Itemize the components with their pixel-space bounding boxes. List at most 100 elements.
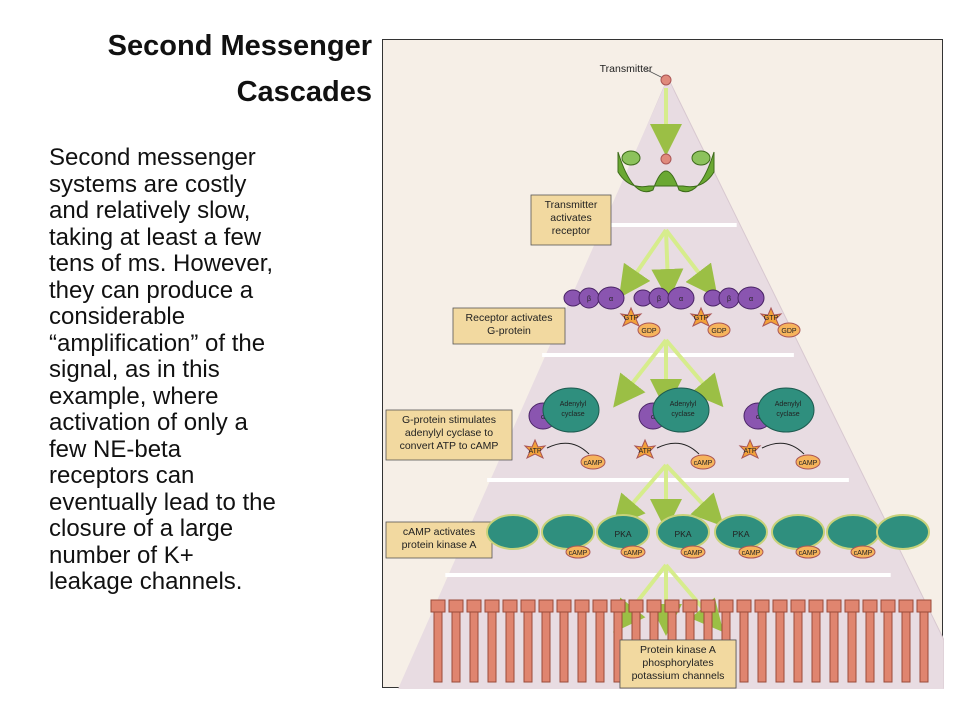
potassium-channel xyxy=(847,611,857,683)
receptor-protein xyxy=(617,151,715,193)
adenylyl-label: Adenylyl xyxy=(775,401,802,408)
conversion-arrow xyxy=(761,442,805,455)
atp-label: ATP xyxy=(528,448,541,455)
step-label-box xyxy=(452,307,566,345)
potassium-channel xyxy=(883,611,893,683)
channel-top xyxy=(880,599,896,613)
cyclase-label: cyclase xyxy=(671,411,694,418)
cyclase-label: cyclase xyxy=(561,411,584,418)
bound-transmitter xyxy=(660,153,672,165)
step-label-box xyxy=(619,639,737,689)
camp-marker xyxy=(795,545,821,559)
channel-top xyxy=(466,599,482,613)
atp-burst xyxy=(633,438,657,460)
cyclase-label: cyclase xyxy=(776,411,799,418)
body-line: considerable xyxy=(49,303,186,330)
step-label-box xyxy=(385,521,493,559)
camp-marker xyxy=(690,454,716,470)
channel-top xyxy=(574,599,590,613)
arrow xyxy=(613,338,668,408)
atp-burst xyxy=(738,438,762,460)
channel-top xyxy=(844,599,860,613)
channel-top xyxy=(538,599,554,613)
potassium-channel xyxy=(505,611,515,683)
pka-label: PKA xyxy=(674,529,691,539)
channel-top xyxy=(898,599,914,613)
beta-label: β xyxy=(727,296,731,303)
gdp-marker xyxy=(637,322,661,338)
step-label-line: phosphorylates xyxy=(642,657,713,669)
potassium-channel xyxy=(793,611,803,683)
channel-top xyxy=(610,599,626,613)
transmitter-pointer xyxy=(644,68,664,79)
channel-top xyxy=(430,599,446,613)
channel-top xyxy=(862,599,878,613)
potassium-channel xyxy=(541,611,551,683)
camp-marker xyxy=(795,454,821,470)
gdp-label: GDP xyxy=(641,328,657,335)
step-label-line: potassium channels xyxy=(632,670,725,682)
adenylyl-label: Adenylyl xyxy=(560,401,587,408)
step-label-line: adenylyl cyclase to xyxy=(405,427,493,439)
gtp-burst xyxy=(759,306,783,328)
potassium-channel xyxy=(523,611,533,683)
g-protein-alpha xyxy=(737,286,765,310)
channel-top xyxy=(808,599,824,613)
atp-burst xyxy=(523,438,547,460)
arrow xyxy=(612,463,668,528)
body-line: tens of ms. However, xyxy=(49,250,274,277)
alpha-label: α xyxy=(651,414,655,421)
body-line: Second messenger xyxy=(49,144,256,171)
camp-label: cAMP xyxy=(584,460,603,467)
channel-top xyxy=(916,599,932,613)
channel-top xyxy=(754,599,770,613)
arrow xyxy=(618,228,668,299)
camp-label: cAMP xyxy=(799,460,818,467)
camp-label: cAMP xyxy=(684,550,703,557)
potassium-channel xyxy=(559,611,569,683)
channel-top xyxy=(556,599,572,613)
alpha-label: α xyxy=(679,296,683,303)
pyramid-body xyxy=(398,78,944,689)
gtp-label: GTP xyxy=(624,315,639,322)
camp-marker xyxy=(738,545,764,559)
body-line: activation of only a xyxy=(49,409,248,436)
adenylyl-cyclase xyxy=(542,387,600,433)
beta-label: β xyxy=(657,296,661,303)
alpha-label: α xyxy=(609,296,613,303)
step-label-box xyxy=(385,409,513,461)
channel-top xyxy=(592,599,608,613)
potassium-channel xyxy=(865,611,875,683)
body-line: taking at least a few xyxy=(49,223,262,251)
potassium-channel xyxy=(469,611,479,683)
channel-top xyxy=(772,599,788,613)
channel-top xyxy=(664,599,680,613)
cascade-diagram: TransmitterTransmitteractivatesreceptorR… xyxy=(385,63,944,689)
potassium-channel xyxy=(451,611,461,683)
channel-top xyxy=(484,599,500,613)
alpha-label: α xyxy=(749,296,753,303)
adenylyl-label: Adenylyl xyxy=(670,401,697,408)
camp-label: cAMP xyxy=(569,550,588,557)
g-protein-alpha xyxy=(667,286,695,310)
channel-top xyxy=(700,599,716,613)
gtp-burst xyxy=(619,306,643,328)
pka-protein xyxy=(876,514,930,550)
gtp-burst xyxy=(689,306,713,328)
channel-top xyxy=(628,599,644,613)
conversion-arrow xyxy=(656,442,700,455)
step-label-line: G-protein xyxy=(487,325,531,337)
camp-label: cAMP xyxy=(854,550,873,557)
camp-label: cAMP xyxy=(694,460,713,467)
camp-marker xyxy=(680,545,706,559)
camp-marker xyxy=(850,545,876,559)
transmitter-molecule xyxy=(660,74,672,86)
step-label-line: G-protein stimulates xyxy=(402,414,496,426)
receptor-lobe xyxy=(621,150,641,166)
channel-top xyxy=(682,599,698,613)
pka-protein xyxy=(771,514,825,550)
potassium-channel xyxy=(901,611,911,683)
camp-label: cAMP xyxy=(799,550,818,557)
camp-marker xyxy=(565,545,591,559)
arrow xyxy=(664,228,718,298)
